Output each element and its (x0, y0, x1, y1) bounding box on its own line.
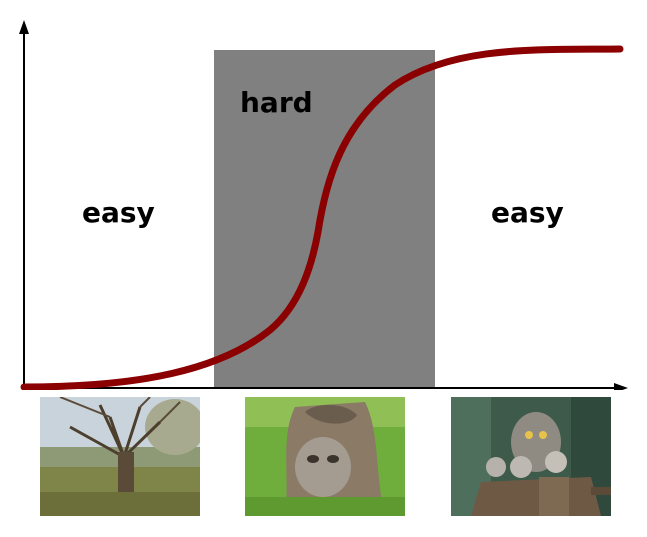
owl-with-chicks-photo (451, 397, 611, 516)
zone-label-hard: hard (240, 86, 313, 119)
difficulty-curve (20, 45, 624, 390)
difficulty-diagram (19, 20, 628, 390)
x-axis-arrowhead (614, 383, 628, 390)
zone-label-easy-right: easy (491, 196, 564, 229)
y-axis-arrowhead (19, 20, 29, 34)
zone-label-easy-left: easy (82, 196, 155, 229)
hard-zone-band (214, 50, 435, 388)
tree-photo (40, 397, 200, 516)
tree-trunk-with-owl-photo (245, 397, 405, 516)
